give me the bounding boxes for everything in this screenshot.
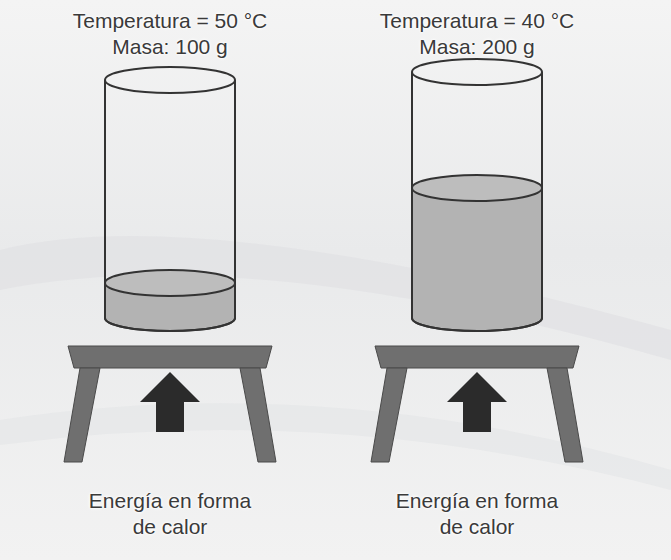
stand-left	[64, 346, 276, 462]
stand-right	[371, 346, 583, 462]
mass-label: Masa: 200 g	[347, 34, 607, 60]
energy-label: Energía en forma de calor	[88, 488, 253, 540]
energy-label: Energía en forma de calor	[395, 488, 560, 540]
heat-arrow	[140, 372, 200, 432]
background-streak	[0, 236, 671, 360]
heat-arrow	[447, 372, 507, 432]
temperature-label: Temperatura = 40 °C	[347, 8, 607, 34]
temperature-label: Temperatura = 50 °C	[40, 8, 300, 34]
beaker-right	[412, 59, 542, 331]
mass-label: Masa: 100 g	[40, 34, 300, 60]
beaker-left	[105, 67, 235, 331]
